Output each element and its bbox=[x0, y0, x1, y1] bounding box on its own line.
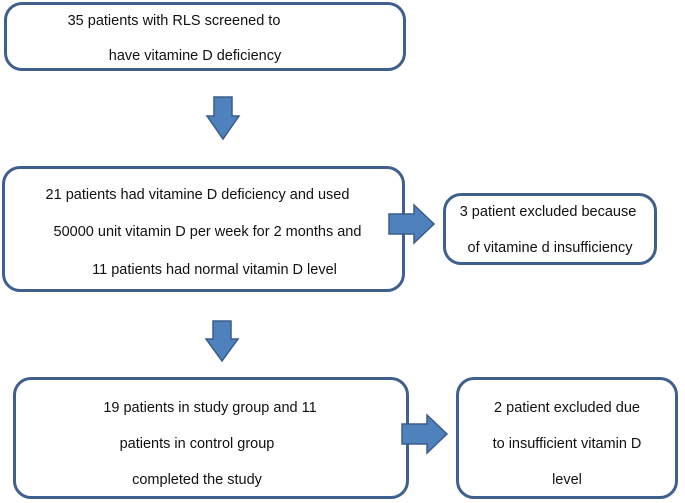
completed-line-2: patients in control group bbox=[119, 436, 275, 452]
screening-line-1: 35 patients with RLS screened to bbox=[67, 13, 281, 29]
screening-box: 35 patients with RLS screened to have vi… bbox=[4, 2, 406, 71]
deficiency-box: 21 patients had vitamine D deficiency an… bbox=[2, 166, 405, 292]
excluded-level-line-3: level bbox=[552, 472, 582, 488]
excluded-level-line-2: to insufficient vitamin D bbox=[492, 436, 642, 452]
completed-line-3: completed the study bbox=[132, 472, 262, 488]
excluded-insufficiency-line-2: of vitamine d insufficiency bbox=[467, 240, 633, 256]
excluded-level-box: 2 patient excluded due to insufficient v… bbox=[456, 377, 678, 499]
deficiency-line-2: 50000 unit vitamin D per week for 2 mont… bbox=[53, 224, 362, 240]
deficiency-line-3: 11 patients had normal vitamin D level bbox=[92, 262, 337, 278]
down-arrow-2 bbox=[204, 320, 240, 363]
right-arrow-1 bbox=[388, 203, 436, 245]
down-arrow-1 bbox=[205, 96, 241, 141]
right-arrow-2 bbox=[401, 413, 449, 455]
excluded-level-line-1: 2 patient excluded due bbox=[494, 400, 640, 416]
deficiency-line-1: 21 patients had vitamine D deficiency an… bbox=[45, 187, 350, 203]
screening-line-2: have vitamine D deficiency bbox=[108, 48, 282, 64]
completed-box: 19 patients in study group and 11 patien… bbox=[13, 377, 409, 499]
excluded-insufficiency-line-1: 3 patient excluded because bbox=[459, 204, 637, 220]
completed-line-1: 19 patients in study group and 11 bbox=[103, 400, 317, 416]
excluded-insufficiency-box: 3 patient excluded because of vitamine d… bbox=[443, 193, 657, 265]
